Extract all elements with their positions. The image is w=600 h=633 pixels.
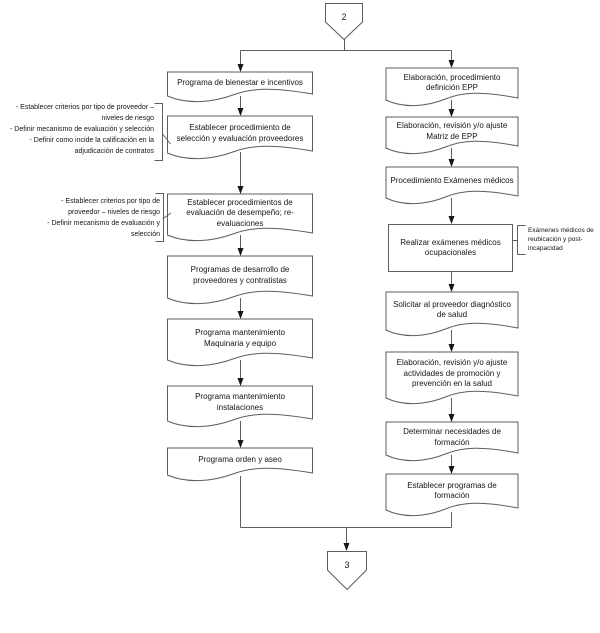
annotation-left-1: - Establecer criterios por tipo de prove… (10, 104, 154, 155)
document-shape-left-7 (167, 447, 313, 482)
node-label-right-8: Establecer programas de formación (407, 480, 497, 501)
offpage-connector-2-shape (325, 3, 363, 41)
document-shape-left-6 (167, 385, 313, 428)
document-shape-right-2 (385, 116, 519, 154)
node-label-right-2: Elaboración, revisión y/o ajuste Matriz … (396, 121, 508, 141)
document-shape-right-3 (385, 166, 519, 204)
bracket-right-annotation-3 (517, 225, 526, 255)
node-label-right-3: Procedimiento Exámenes médicos (390, 176, 514, 186)
node-label-right-1: Elaboración, procedimiento definición EP… (403, 72, 501, 93)
document-shape-left-3 (167, 193, 313, 242)
node-label-left-1: Programa de bienestar e incentivos (177, 77, 303, 87)
node-label-right-7: Determinar necesidades de formación (403, 427, 501, 447)
node-label-right-4: Realizar exámenes médicos ocupacionales (400, 237, 501, 258)
node-label-right-5: Solicitar al proveedor diagnóstico de sa… (393, 299, 511, 320)
document-shape-right-5 (385, 291, 519, 336)
process-shape-right-4 (388, 224, 513, 272)
node-label-right-6: Elaboración, revisión y/o ajuste activid… (396, 358, 508, 389)
node-label-left-5: Programa mantenimiento Maquinaria y equi… (195, 328, 285, 348)
document-shape-right-8 (385, 473, 519, 516)
document-shape-left-4 (167, 255, 313, 305)
bracket-left-annotation-1 (154, 103, 163, 161)
document-shape-right-7 (385, 421, 519, 461)
annotation-left-2: - Establecer criterios por tipo de prove… (47, 198, 160, 238)
node-label-left-4: Programas de desarrollo de proveedores y… (190, 265, 290, 285)
document-shape-left-2 (167, 115, 313, 160)
document-shape-right-1 (385, 67, 519, 106)
node-label-left-2: Establecer procedimiento de selección y … (176, 123, 304, 143)
bracket-leader-annotation-2 (162, 212, 172, 220)
bracket-leader-annotation-1 (162, 133, 171, 145)
node-label-left-7: Programa orden y aseo (198, 455, 282, 465)
document-shape-right-6 (385, 351, 519, 404)
bracket-left-annotation-2 (155, 193, 164, 242)
document-shape-left-5 (167, 318, 313, 367)
node-label-left-3: Establecer procedimientos de evaluación … (186, 197, 294, 228)
document-shape-left-1 (167, 71, 313, 103)
offpage-connector-bottom-label: 3 (344, 560, 350, 570)
annotation-right-1: Exámenes médicos de reubicación y post- … (528, 227, 594, 252)
offpage-connector-top-label: 2 (341, 12, 347, 22)
node-label-left-6: Programa mantenimiento instalaciones (195, 392, 285, 412)
offpage-connector-3-shape (327, 551, 367, 591)
